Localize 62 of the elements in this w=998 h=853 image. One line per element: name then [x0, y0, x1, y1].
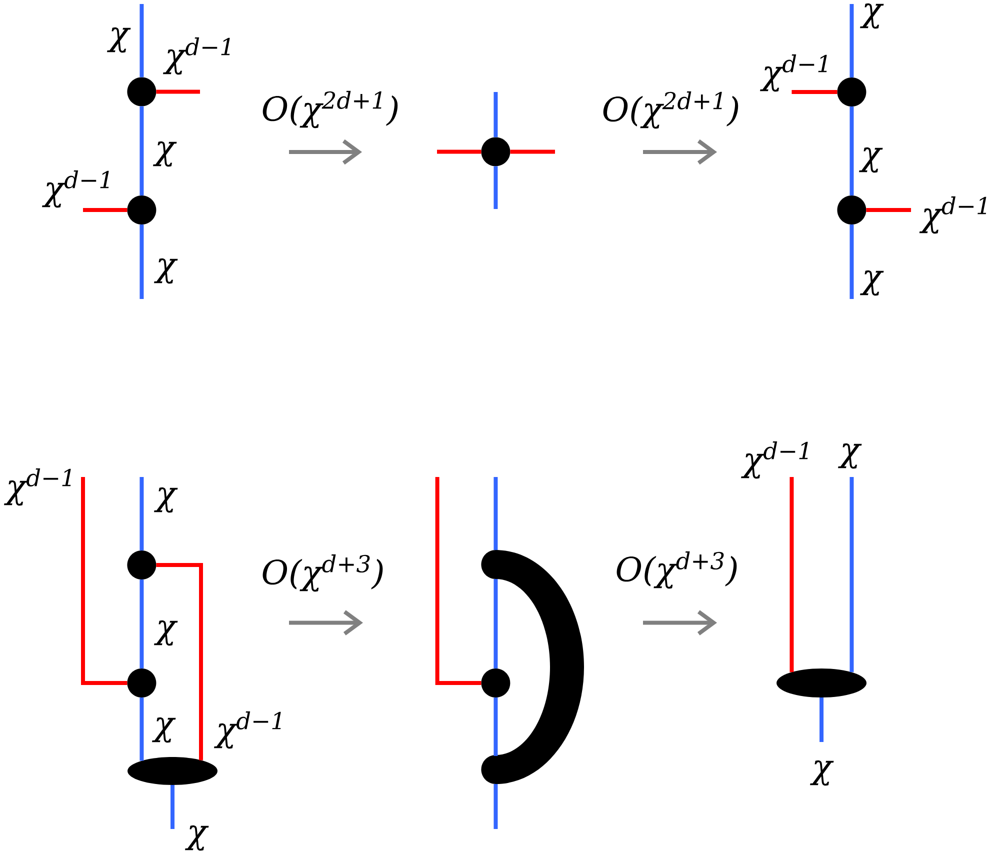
tensor-arc [481, 550, 584, 784]
leg-line [820, 698, 824, 742]
leg-line [156, 90, 200, 94]
tensor-dot [127, 196, 156, 224]
leg-line [83, 208, 128, 212]
edge-label: χ [152, 717, 176, 743]
tensor-dot [837, 196, 866, 224]
leg-line [850, 4, 854, 78]
leg-line [510, 150, 555, 154]
leg-line [156, 563, 203, 760]
cost-label: O(χ$^{d+3}$) [262, 554, 383, 592]
edge-label: χ [838, 443, 862, 469]
tensor-dot [837, 78, 866, 106]
leg-line [437, 150, 482, 154]
edge-label: χ$^{d−1}$ [162, 37, 230, 75]
leg-line [494, 166, 498, 209]
edge-label: χ [154, 258, 178, 284]
leg-line [494, 477, 498, 550]
leg-line [140, 4, 144, 78]
tensor-dot [127, 668, 156, 698]
tensor-dot [481, 137, 510, 166]
cost-label: O(χ$^{2d+1}$) [262, 90, 398, 128]
edge-label: χ$^{d−1}$ [214, 711, 281, 749]
leg-line [140, 698, 144, 761]
tensor-dot [481, 668, 510, 698]
edge-label: χ$^{d−1}$ [760, 54, 827, 92]
edge-label: χ [860, 3, 884, 29]
tensor-dot [127, 77, 156, 106]
tensor-dot [127, 550, 156, 580]
leg-line [494, 92, 498, 138]
edge-label: χ$^{d−1}$ [919, 196, 986, 234]
cost-label: O(χ$^{d+3}$) [616, 551, 737, 589]
leg-line [790, 477, 794, 672]
edge-label: χ [154, 487, 178, 513]
edge-label: χ [154, 620, 178, 646]
edge-label: χ [859, 147, 883, 173]
edge-label: χ [152, 141, 177, 167]
tensor-ellipse [128, 757, 218, 785]
cost-label: O(χ$^{2d+1}$) [603, 91, 738, 129]
tensor-ellipse [776, 668, 867, 698]
leg-line [494, 698, 498, 756]
edge-label: χ$^{d−1}$ [4, 468, 71, 506]
leg-line [435, 477, 482, 685]
leg-line [170, 785, 174, 829]
leg-line [140, 106, 144, 196]
leg-line [494, 579, 498, 668]
leg-line [494, 784, 498, 829]
edge-label: χ [106, 27, 131, 53]
leg-line [850, 224, 854, 299]
edge-label: χ [860, 270, 884, 296]
leg-line [140, 580, 144, 668]
leg-line [850, 106, 854, 196]
edge-label: χ$^{d−1}$ [741, 441, 808, 479]
leg-line [850, 477, 854, 672]
leg-line [81, 477, 128, 685]
leg-line [866, 208, 912, 212]
leg-line [792, 90, 838, 94]
leg-line [140, 224, 144, 299]
edge-label: χ$^{d−1}$ [42, 170, 109, 208]
leg-line [140, 477, 144, 550]
edge-label: χ [810, 760, 834, 786]
edge-label: χ [184, 825, 209, 851]
